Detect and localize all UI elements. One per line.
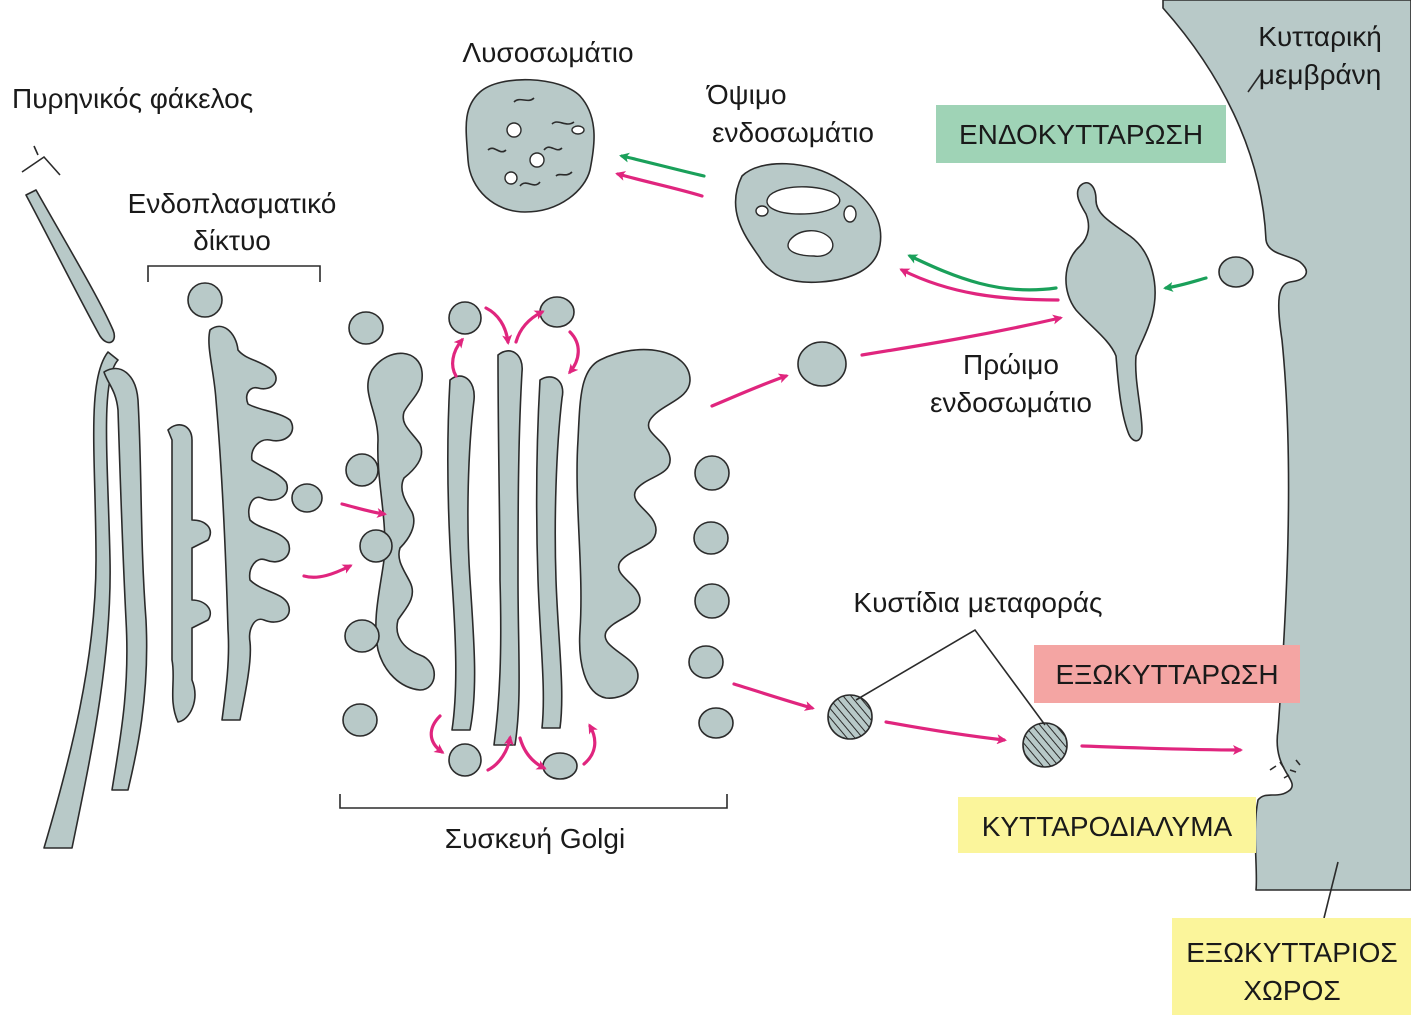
arrow-golgi-recycle-3 <box>516 312 542 342</box>
transport-vesicle-1 <box>828 695 872 739</box>
endocytosis-label: ΕΝΔΟΚΥΤΤΑΡΩΣΗ <box>959 119 1203 150</box>
late-endosome-label-line2: ενδοσωμάτιο <box>712 117 874 148</box>
er-cisterna-3 <box>209 326 293 720</box>
golgi-vesicle-13 <box>689 646 723 678</box>
late-endosome-lumen-1 <box>767 187 840 214</box>
lysosome-particle-4 <box>572 126 584 134</box>
golgi-label: Συσκευή Golgi <box>445 823 625 854</box>
golgi-vesicle-6 <box>345 620 379 652</box>
arrow-golgi-recycle-1 <box>453 340 462 376</box>
late-endosome-label-line1: Όψιμο <box>706 79 787 110</box>
exocytosis-label: ΕΞΩΚΥΤΤΑΡΩΣΗ <box>1055 659 1278 690</box>
arrow-endocytic-vesicle-to-early-endosome <box>1166 278 1206 288</box>
endocytic-vesicle <box>1219 257 1253 287</box>
nuclear-envelope <box>26 190 114 343</box>
golgi-cisterna-4 <box>537 377 563 728</box>
arrow-golgi-to-transport-vesicle <box>734 684 812 708</box>
er-label-line1: Ενδοπλασματικό <box>128 188 337 219</box>
golgi-vesicle-14 <box>699 708 733 738</box>
arrow-late-endosome-to-lysosome-green <box>622 156 704 176</box>
lysosome-particle-1 <box>507 123 521 137</box>
arrow-golgi-to-vesicle <box>712 376 786 406</box>
cell-membrane-label-line1: Κυτταρική <box>1258 21 1382 52</box>
lysosome-label: Λυσοσωμάτιο <box>462 37 633 68</box>
er-label-line2: δίκτυο <box>193 225 271 256</box>
er-bracket <box>148 266 320 282</box>
arrow-golgi-recycle-4 <box>570 332 578 372</box>
arrow-er-to-golgi-1 <box>342 504 384 514</box>
cell-membrane-label-line2: μεμβράνη <box>1259 59 1382 90</box>
golgi-vesicle-9 <box>543 753 577 779</box>
arrow-transport-vesicle-1-to-2 <box>886 722 1004 740</box>
er-vesicle-top <box>188 283 222 317</box>
golgi-vesicle-10 <box>695 456 729 490</box>
golgi-vesicle-2 <box>449 302 481 334</box>
golgi-vesicle-8 <box>449 744 481 776</box>
lysosome-particle-3 <box>505 172 517 184</box>
cytosol-label: ΚΥΤΤΑΡΟΔΙΑΛΥΜΑ <box>982 811 1233 842</box>
arrow-golgi-recycle-8 <box>584 726 595 764</box>
extracellular-label-line2: ΧΩΡΟΣ <box>1243 975 1340 1006</box>
er-bud-1 <box>292 484 322 512</box>
late-endosome <box>736 164 881 283</box>
late-endosome-lumen-2 <box>756 206 768 216</box>
golgi-vesicle-1 <box>349 312 383 344</box>
nuclear-envelope-label: Πυρηνικός φάκελος <box>12 83 253 114</box>
transport-vesicles-leader <box>856 630 1045 725</box>
lysosome-particle-2 <box>530 153 544 167</box>
late-endosome-lumen-3 <box>844 206 856 222</box>
golgi-cisterna-3 <box>494 351 522 745</box>
arrow-late-endosome-to-lysosome-magenta <box>618 174 702 196</box>
arrow-early-to-late-endosome-green <box>910 256 1056 290</box>
golgi-bracket <box>340 794 727 808</box>
golgi-vesicle-3 <box>540 297 574 327</box>
arrow-golgi-recycle-5 <box>431 716 442 752</box>
golgi-vesicle-11 <box>694 522 728 554</box>
early-endosome-label-line2: ενδοσωμάτιο <box>930 387 1092 418</box>
golgi-vesicle-5 <box>360 530 392 562</box>
arrow-golgi-recycle-2 <box>486 308 508 342</box>
transport-vesicles-label: Κυστίδια μεταφοράς <box>853 587 1102 618</box>
arrow-transport-vesicle-to-membrane <box>1082 746 1240 750</box>
arrow-er-to-golgi-2 <box>304 566 350 577</box>
golgi-to-endosome-vesicle <box>798 342 846 386</box>
golgi-trans-cisterna <box>577 350 690 699</box>
golgi-vesicle-7 <box>343 704 377 736</box>
golgi-vesicle-12 <box>695 584 729 618</box>
endoplasmic-reticulum <box>44 352 118 848</box>
early-endosome-label-line1: Πρώιμο <box>963 349 1059 380</box>
transport-vesicle-2 <box>1023 723 1067 767</box>
golgi-cisterna-2 <box>448 376 475 730</box>
nuclear-envelope-cut-mark <box>22 146 60 175</box>
golgi-vesicle-4 <box>346 454 378 486</box>
er-cisterna-2 <box>168 425 210 722</box>
arrow-golgi-recycle-7 <box>520 738 544 768</box>
extracellular-label-line1: ΕΞΩΚΥΤΤΑΡΙΟΣ <box>1186 937 1398 968</box>
